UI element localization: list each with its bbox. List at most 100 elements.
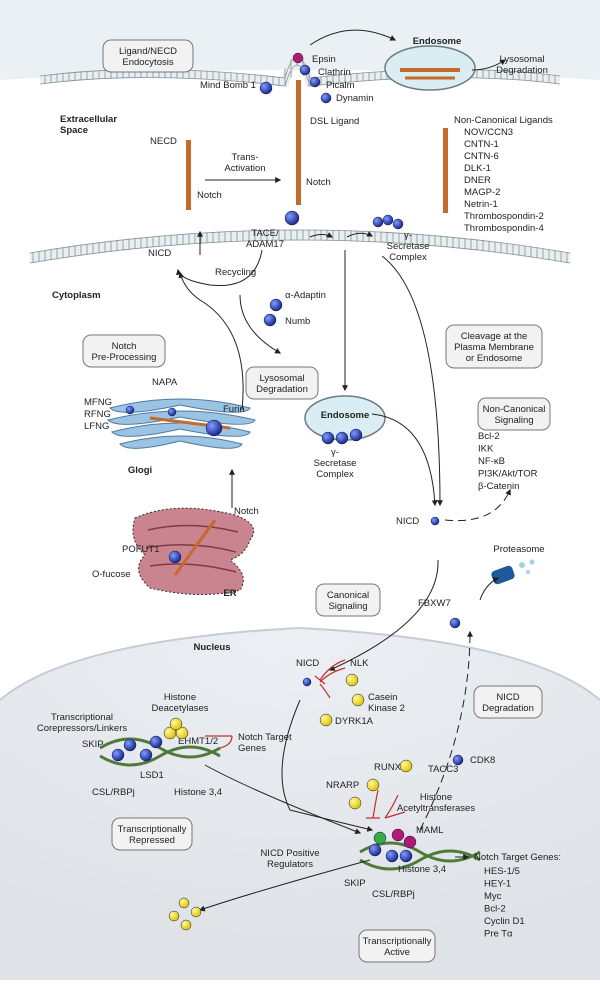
csl2-label-line: CSL/RBPj bbox=[372, 889, 415, 900]
maml-label-line: MAML bbox=[416, 825, 443, 836]
npr-label-line: Regulators bbox=[267, 859, 313, 870]
npr-label-line: NICD Positive bbox=[260, 848, 319, 859]
ck2-sphere bbox=[351, 693, 365, 707]
active-box-line: Transcriptionally bbox=[363, 936, 432, 947]
trans-activation-label-line: Activation bbox=[224, 163, 265, 174]
np-sphere-2 bbox=[190, 906, 202, 918]
extracellular-label-line: Extracellular bbox=[60, 114, 117, 125]
noncanonical-target-item: Bcl-2 bbox=[478, 431, 500, 442]
lsd1-label-line: LSD1 bbox=[140, 770, 164, 781]
corep-label-line: Transcriptional bbox=[51, 712, 113, 723]
clathrin-label: Clathrin bbox=[318, 67, 351, 78]
plasma-membrane-main-outline bbox=[29, 229, 571, 264]
h34-label-line: Histone 3,4 bbox=[174, 787, 222, 798]
skip-label-line: SKIP bbox=[82, 739, 104, 750]
mfng-sphere bbox=[125, 405, 135, 415]
nicd-nuc-sphere bbox=[302, 677, 312, 687]
ligand-box-line: Endocytosis bbox=[122, 57, 173, 68]
hdac-sphere-2 bbox=[175, 726, 189, 740]
gamma-mid-sphere-1 bbox=[321, 431, 335, 445]
notch-label-1: Notch bbox=[197, 190, 222, 201]
clathrin-sphere bbox=[299, 64, 311, 76]
picalm-sphere bbox=[309, 76, 321, 88]
active-box-frame bbox=[358, 929, 436, 963]
nicd-deg-box-line: Degradation bbox=[482, 703, 534, 714]
notch-target-gene-item: Bcl-2 bbox=[484, 904, 506, 915]
noncanonical-signaling-box-line: Non-Canonical bbox=[483, 404, 546, 415]
gamma-mid-sphere-2 bbox=[335, 431, 349, 445]
nrarp-label-line: NRARP bbox=[326, 780, 359, 791]
lyso-deg-box-frame bbox=[245, 366, 319, 400]
ntg-label-line: Notch Target bbox=[238, 732, 292, 743]
endosome-top-label-line: Endosome bbox=[413, 36, 462, 47]
napa-sphere bbox=[167, 407, 177, 417]
preprocessing-box-frame bbox=[82, 334, 166, 368]
cdk8-label-line: CDK8 bbox=[470, 755, 495, 766]
noncanonical-target-item: IKK bbox=[478, 444, 494, 455]
endoplasmic-reticulum bbox=[132, 507, 255, 595]
skip2-label: SKIP bbox=[344, 878, 366, 889]
dsl-label: DSL Ligand bbox=[310, 116, 359, 127]
runx-label-line: RUNX bbox=[374, 762, 402, 773]
gamma-mid-sphere-3 bbox=[349, 428, 363, 442]
preprocessing-box-line: Pre-Processing bbox=[92, 352, 157, 363]
necd-label: NECD bbox=[150, 136, 177, 147]
canonical-box-line: Signaling bbox=[328, 601, 367, 612]
noncanonical-ligands-title: Non-Canonical Ligands bbox=[454, 115, 553, 126]
gamma-sphere-1 bbox=[372, 216, 384, 228]
np-sphere-3 bbox=[168, 910, 180, 922]
nlk-label-line: NLK bbox=[350, 658, 369, 669]
runx-label: RUNX bbox=[374, 762, 402, 773]
maml-sphere-2 bbox=[403, 835, 417, 849]
tace-label-line: ADAM17 bbox=[246, 239, 284, 250]
rfng-label-line: RFNG bbox=[84, 409, 111, 420]
cdk8-sphere bbox=[452, 754, 464, 766]
targets-title-line: Notch Target Genes: bbox=[474, 852, 561, 863]
nicd-nuc-label-line: NICD bbox=[296, 658, 319, 669]
gamma-sphere-3 bbox=[392, 218, 404, 230]
endosome-top-label: Endosome bbox=[413, 36, 462, 47]
mfng-label-line: MFNG bbox=[84, 397, 112, 408]
noncanonical-ligand-item: MAGP-2 bbox=[464, 187, 500, 198]
epsin-label-line: Epsin bbox=[312, 54, 336, 65]
notch-target-gene-item: Myc bbox=[484, 891, 502, 902]
nrarp-sphere bbox=[348, 796, 362, 810]
canonical-box-frame bbox=[315, 583, 381, 617]
csl2-label: CSL/RBPj bbox=[372, 889, 415, 900]
nicd-cyto-sphere bbox=[430, 516, 440, 526]
skip2-sphere bbox=[368, 843, 382, 857]
arrows bbox=[176, 29, 511, 912]
fbxw7-label: FBXW7 bbox=[418, 598, 451, 609]
nucleus-label-line: Nucleus bbox=[194, 642, 231, 653]
gamma-sphere-2 bbox=[382, 214, 394, 226]
fbxw7-sphere bbox=[449, 617, 461, 629]
clathrin-label-line: Clathrin bbox=[318, 67, 351, 78]
noncanonical-ligand-item: CNTN-6 bbox=[464, 151, 499, 162]
proteasome-label: Proteasome bbox=[493, 544, 544, 555]
mfng-label: MFNG bbox=[84, 397, 112, 408]
notch-label-2: Notch bbox=[306, 177, 331, 188]
notch-label-1-line: Notch bbox=[197, 190, 222, 201]
np-sphere-1 bbox=[178, 897, 190, 909]
nicd-deg-box-line: NICD bbox=[496, 692, 519, 703]
mind-bomb-label: Mind Bomb 1 bbox=[200, 80, 256, 91]
h34b-label: Histone 3,4 bbox=[398, 864, 446, 875]
noncanonical-target-item: NF-κB bbox=[478, 456, 505, 467]
dyrk-label-line: DYRK1A bbox=[335, 716, 374, 727]
active-box-line: Active bbox=[384, 947, 410, 958]
golgi-label: Glogi bbox=[128, 465, 152, 476]
ck2-label-line: Kinase 2 bbox=[368, 703, 405, 714]
ehmt-label-line: EHMT1/2 bbox=[178, 736, 218, 747]
lsd1-label: LSD1 bbox=[140, 770, 164, 781]
repressed-box-line: Transcriptionally bbox=[118, 824, 187, 835]
nucleus-envelope bbox=[0, 626, 600, 701]
tace-sphere bbox=[284, 210, 300, 226]
endosome-mid-label-line: Endosome bbox=[321, 410, 370, 421]
recycling-label-line: Recycling bbox=[215, 267, 256, 278]
